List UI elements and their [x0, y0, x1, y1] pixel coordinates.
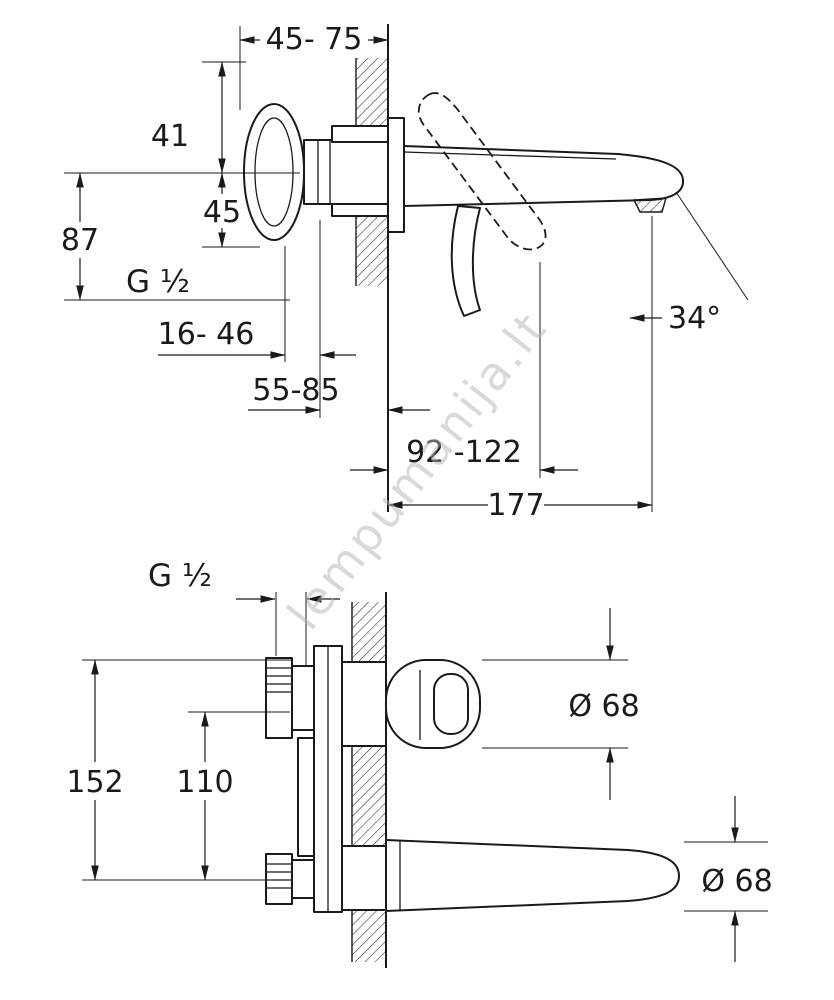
dim-55-85-label: 55-85: [252, 373, 339, 408]
aerator: [632, 197, 667, 213]
dim-87-label: 87: [61, 223, 99, 258]
mounting-plate-inner: [254, 117, 294, 227]
dim-spout-height: 45: [202, 172, 260, 248]
dim-spout-reach: 177: [387, 216, 653, 523]
handle: [417, 92, 547, 317]
dim-port-spacing: 152: [64, 659, 292, 881]
dim-spout-rosette-diameter: Ø 68: [684, 796, 773, 962]
dim-body-length: 110: [174, 711, 290, 881]
label-mask: [174, 762, 236, 800]
dim-152-label: 152: [66, 765, 123, 800]
watermark-text: lempumanija.lt: [277, 301, 558, 640]
handle-lever: [450, 205, 481, 317]
dim-wall-depth-label: 45- 75: [266, 22, 363, 57]
dim-16-46-label: 16- 46: [158, 317, 255, 352]
dim-rosette-depth: 55-85: [248, 373, 430, 414]
spout-base-housing: [341, 845, 387, 911]
dim-dia68-handle-label: Ø 68: [568, 689, 639, 724]
concealed-body: [243, 103, 389, 241]
mounting-bracket: [297, 737, 315, 857]
rough-in-body-plan: [265, 645, 387, 913]
wall-section: [355, 24, 389, 512]
dim-wall-depth: 45- 75: [239, 22, 389, 110]
plan-inlet-thread: G ¹⁄₂: [148, 558, 340, 670]
bottom-port-neck: [291, 859, 315, 899]
wall-section: [351, 592, 387, 968]
label-mask: [260, 22, 368, 58]
top-inlet-port: [265, 657, 293, 739]
handle-plan: [385, 659, 481, 749]
spout-contour-line: [403, 151, 617, 160]
plan-view: G ¹⁄₂: [64, 558, 773, 968]
side-view: 45- 75 41 45 87 G ¹⁄₂: [54, 22, 749, 523]
label-mask: [488, 487, 544, 523]
body-lower-step: [331, 203, 389, 217]
handle-projected-outline: [417, 92, 547, 251]
inlet-thread-label: G ¹⁄₂: [148, 558, 212, 594]
dim-34deg-label: 34°: [668, 301, 721, 336]
dim-spout-angle: 34°: [629, 191, 749, 336]
spout-wall-flange: [387, 117, 405, 233]
dim-45-label: 45: [203, 195, 241, 230]
dim-dia68-spout-label: Ø 68: [701, 864, 772, 899]
dim-spout-wall-range: 92 -122: [350, 262, 578, 478]
spout-plan: [385, 839, 680, 912]
label-mask: [202, 194, 242, 228]
cartridge-housing: [341, 661, 387, 747]
rough-in-body: [303, 139, 389, 205]
inlet-thread-label: G ¹⁄₂: [126, 264, 190, 300]
dim-body-depth: 16- 46: [158, 220, 356, 418]
spout-body-plan: [385, 839, 680, 912]
dim-body-height: 87: [54, 172, 290, 301]
dim-41-label: 41: [151, 119, 189, 154]
label-mask: [64, 762, 126, 800]
dim-110-label: 110: [176, 765, 233, 800]
dim-handle-height: 41: [151, 61, 246, 174]
mounting-plate: [243, 103, 305, 241]
dim-177-label: 177: [487, 488, 544, 523]
dim-92-122-label: 92 -122: [406, 435, 522, 470]
label-mask: [54, 222, 106, 258]
bottom-outlet-port: [265, 853, 293, 905]
dim-rosette-diameter: Ø 68: [482, 608, 640, 800]
handle-lever-top: [433, 673, 469, 735]
top-port-neck: [291, 665, 315, 731]
angle-reference-line: [675, 191, 749, 301]
body-upper-step: [331, 125, 389, 143]
